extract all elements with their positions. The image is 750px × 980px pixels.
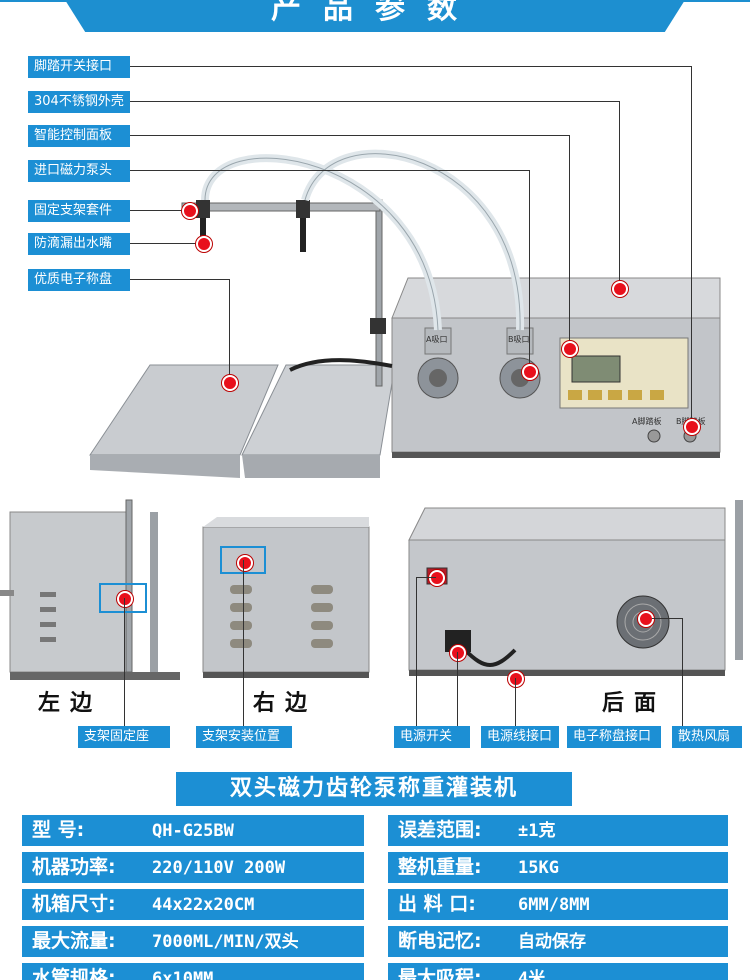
view-title-left: 左边 (38, 691, 103, 716)
view-title-back: 后面 (602, 691, 667, 716)
callout-power-switch: 电源开关 (394, 726, 470, 748)
leader-line (569, 135, 570, 347)
marker-dot (429, 570, 445, 586)
callout-pump-head: 进口磁力泵头 (28, 160, 130, 182)
leader-line (652, 618, 682, 619)
marker-dot (450, 645, 466, 661)
callout-bracket-install: 支架安装位置 (196, 726, 292, 748)
spec-cell: 机器功率: 220/110V 200W (22, 852, 364, 883)
spec-cell: 最大流量: 7000ML/MIN/双头 (22, 926, 364, 957)
leader-line (691, 66, 692, 426)
spec-cell: 最大吸程: 4米 (388, 963, 728, 980)
callout-scale-port: 电子称盘接口 (567, 726, 661, 748)
leader-line (130, 135, 570, 136)
marker-dot (562, 341, 578, 357)
leader-line (416, 577, 417, 727)
marker-dot (508, 671, 524, 687)
right-view-photo (195, 505, 385, 680)
spec-key: 机箱尺寸: (32, 893, 116, 915)
callout-cooling-fan: 散热风扇 (672, 726, 742, 748)
leader-line (130, 210, 190, 211)
a-inlet-label: A吸口 (426, 335, 447, 344)
spec-table-title: 双头磁力齿轮泵称重灌装机 (176, 772, 572, 806)
spec-cell: 误差范围: ±1克 (388, 815, 728, 846)
page-title: 产品参数 (60, 0, 690, 32)
left-view-photo (0, 492, 185, 682)
view-title-right: 右边 (253, 691, 318, 716)
callout-bracket-seat: 支架固定座 (78, 726, 170, 748)
callout-bracket-kit: 固定支架套件 (28, 200, 130, 222)
leader-line (130, 101, 620, 102)
leader-line (619, 101, 620, 287)
marker-dot (196, 236, 212, 252)
callout-scale-tray: 优质电子称盘 (28, 269, 130, 291)
spec-value: 自动保存 (518, 932, 586, 952)
marker-dot (522, 364, 538, 380)
spec-cell: 断电记忆: 自动保存 (388, 926, 728, 957)
leader-line (515, 678, 516, 727)
spec-cell: 型 号: QH-G25BW (22, 815, 364, 846)
spec-key: 误差范围: (398, 819, 482, 841)
callout-stainless-shell: 304不锈钢外壳 (28, 91, 130, 113)
leader-line (416, 577, 436, 578)
spec-value: ±1克 (518, 821, 556, 841)
spec-key: 整机重量: (398, 856, 482, 878)
a-foot-label: A脚踏板 (632, 416, 661, 426)
leader-line (130, 279, 230, 280)
marker-dot (117, 591, 133, 607)
spec-key: 机器功率: (32, 856, 116, 878)
spec-value: QH-G25BW (152, 821, 234, 841)
marker-dot (612, 281, 628, 297)
leader-line (457, 652, 458, 727)
spec-cell: 整机重量: 15KG (388, 852, 728, 883)
marker-dot (222, 375, 238, 391)
spec-key: 出 料 口: (398, 893, 476, 915)
leader-line (243, 560, 244, 728)
spec-key: 最大流量: (32, 930, 116, 952)
callout-power-cord-port: 电源线接口 (481, 726, 559, 748)
spec-cell: 出 料 口: 6MM/8MM (388, 889, 728, 920)
spec-value: 6x10MM (152, 969, 214, 980)
spec-value: 6MM/8MM (518, 895, 590, 915)
callout-foot-switch: 脚踏开关接口 (28, 56, 130, 78)
callout-drip-nozzle: 防滴漏出水嘴 (28, 233, 130, 255)
spec-value: 4米 (518, 969, 546, 980)
marker-dot (182, 203, 198, 219)
leader-line (124, 598, 125, 728)
callout-smart-panel: 智能控制面板 (28, 125, 130, 147)
spec-value: 15KG (518, 858, 559, 878)
leader-line (130, 66, 692, 67)
marker-dot (237, 555, 253, 571)
marker-dot (684, 419, 700, 435)
marker-dot (638, 611, 654, 627)
leader-line (130, 243, 202, 244)
leader-line (529, 170, 530, 370)
spec-value: 220/110V 200W (152, 858, 286, 878)
spec-key: 型 号: (32, 819, 85, 841)
leader-line (229, 279, 230, 383)
spec-value: 7000ML/MIN/双头 (152, 932, 299, 952)
leader-line (682, 618, 683, 727)
spec-key: 断电记忆: (398, 930, 482, 952)
spec-cell: 机箱尺寸: 44x22x20CM (22, 889, 364, 920)
spec-value: 44x22x20CM (152, 895, 255, 915)
spec-key: 最大吸程: (398, 967, 482, 980)
leader-line (130, 170, 530, 171)
spec-cell: 水管规格: 6x10MM (22, 963, 364, 980)
b-inlet-label: B吸口 (508, 335, 530, 344)
spec-key: 水管规格: (32, 967, 116, 980)
